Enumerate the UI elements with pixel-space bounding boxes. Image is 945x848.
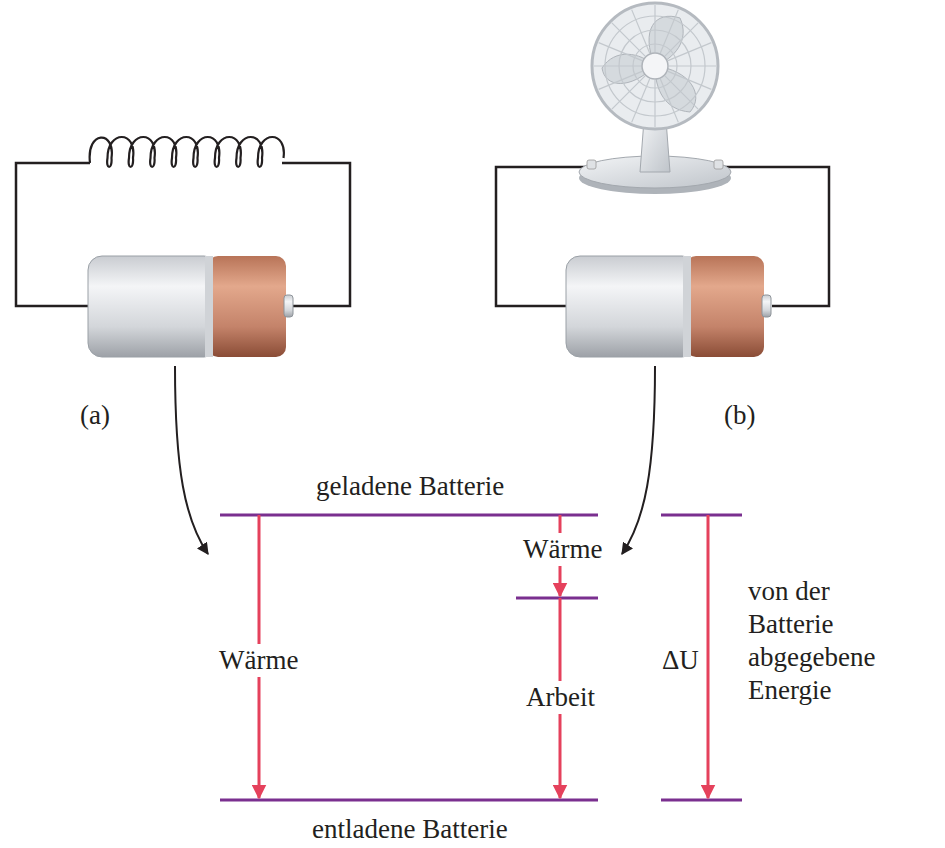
curved-arrow — [175, 366, 208, 554]
battery — [88, 256, 293, 357]
level-label: geladene Batterie — [316, 470, 504, 503]
battery — [566, 256, 771, 357]
panel-label: (b) — [724, 399, 755, 432]
energy-label: Wärme — [519, 533, 606, 566]
panel-label: (a) — [80, 399, 110, 432]
energy-arrow — [259, 515, 708, 798]
energy-label: Wärme — [215, 644, 302, 677]
fan — [579, 3, 731, 194]
energy-label: ΔU — [662, 644, 699, 677]
curved-arrow — [622, 366, 655, 554]
level-label: entladene Batterie — [312, 813, 508, 846]
annotation: von der Batterie abgegebene Energie — [748, 575, 913, 707]
heating-coil — [90, 137, 284, 167]
energy-label: Arbeit — [522, 681, 599, 714]
